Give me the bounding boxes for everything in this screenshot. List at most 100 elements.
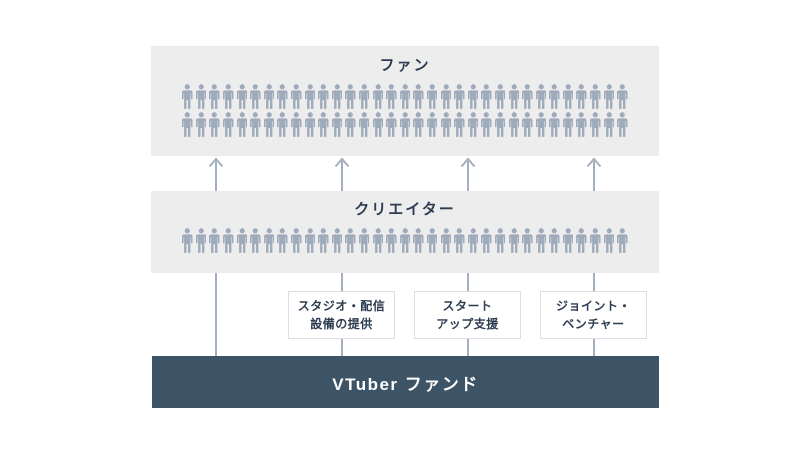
person-icon	[617, 84, 628, 109]
person-icon	[562, 112, 574, 137]
up-arrow-icon	[334, 157, 350, 191]
person-icon	[508, 84, 519, 109]
person-icon	[535, 112, 547, 137]
person-icon	[481, 112, 492, 137]
person-icon	[494, 84, 506, 109]
person-icon	[562, 84, 574, 109]
person-icon	[386, 112, 397, 137]
up-arrow-icon	[586, 157, 602, 191]
support-box-label-line2: アップ支援	[436, 317, 499, 331]
support-box-startup: スタート アップ支援	[414, 291, 521, 339]
person-icon	[576, 228, 587, 253]
person-icon	[331, 84, 343, 109]
person-icon	[318, 228, 329, 253]
person-icon	[481, 228, 492, 253]
person-icon	[549, 228, 560, 253]
support-box-studio: スタジオ・配信 設備の提供	[288, 291, 395, 339]
person-icon	[182, 84, 193, 109]
person-icon	[413, 228, 424, 253]
creator-box: クリエイター	[151, 191, 659, 273]
connector-line	[215, 273, 217, 356]
person-icon	[372, 84, 384, 109]
person-icon	[304, 112, 316, 137]
person-icon	[345, 228, 356, 253]
person-icon	[535, 84, 547, 109]
person-icon	[399, 228, 411, 253]
person-icon	[617, 112, 628, 137]
person-icon	[182, 228, 193, 253]
person-icon	[236, 228, 248, 253]
up-arrow-icon	[208, 157, 224, 191]
fan-box: ファン	[151, 46, 659, 156]
person-icon	[399, 112, 411, 137]
fan-box-title: ファン	[379, 57, 431, 74]
person-icon	[467, 84, 479, 109]
person-icon-row	[151, 84, 659, 109]
person-icon	[549, 84, 560, 109]
person-icon	[590, 228, 601, 253]
person-icon	[223, 228, 234, 253]
person-icon	[195, 84, 207, 109]
person-icon	[291, 84, 302, 109]
person-icon	[386, 84, 397, 109]
support-box-label-line2: ベンチャー	[562, 317, 625, 331]
fund-bar: VTuber ファンド	[152, 356, 659, 408]
person-icon	[331, 112, 343, 137]
person-icon	[508, 112, 519, 137]
person-icon	[467, 112, 479, 137]
fund-bar-label: VTuber ファンド	[332, 374, 479, 394]
person-icon	[291, 112, 302, 137]
person-icon	[250, 112, 261, 137]
person-icon	[250, 84, 261, 109]
person-icon	[522, 112, 533, 137]
person-icon	[576, 84, 587, 109]
person-icon	[590, 112, 601, 137]
person-icon	[236, 112, 248, 137]
support-box-joint-venture: ジョイント・ ベンチャー	[540, 291, 647, 339]
person-icon	[386, 228, 397, 253]
person-icon	[318, 112, 329, 137]
person-icon	[494, 112, 506, 137]
person-icon	[522, 228, 533, 253]
person-icon	[250, 228, 261, 253]
person-icon	[603, 112, 615, 137]
person-icon	[440, 84, 452, 109]
person-icon	[372, 228, 384, 253]
person-icon	[263, 228, 275, 253]
person-icon	[277, 84, 288, 109]
person-icon	[481, 84, 492, 109]
person-icon	[549, 112, 560, 137]
person-icon	[440, 228, 452, 253]
creator-icon-grid	[151, 228, 659, 253]
person-icon	[304, 228, 316, 253]
person-icon	[223, 84, 234, 109]
person-icon	[426, 84, 438, 109]
support-box-label-line1: スタジオ・配信	[297, 299, 386, 313]
person-icon	[576, 112, 587, 137]
person-icon	[562, 228, 574, 253]
person-icon	[413, 84, 424, 109]
person-icon	[195, 228, 207, 253]
person-icon	[277, 112, 288, 137]
person-icon	[358, 112, 370, 137]
person-icon	[372, 112, 384, 137]
support-box-label-line1: ジョイント・	[555, 299, 631, 313]
person-icon	[209, 112, 220, 137]
person-icon	[413, 112, 424, 137]
person-icon	[331, 228, 343, 253]
person-icon	[535, 228, 547, 253]
person-icon-row	[151, 228, 659, 253]
person-icon	[467, 228, 479, 253]
person-icon	[590, 84, 601, 109]
person-icon	[440, 112, 452, 137]
person-icon	[236, 84, 248, 109]
support-box-label-line2: 設備の提供	[310, 317, 373, 331]
person-icon	[454, 228, 465, 253]
support-box-label-line1: スタート	[442, 299, 493, 313]
person-icon	[304, 84, 316, 109]
person-icon	[358, 228, 370, 253]
up-arrow-icon	[460, 157, 476, 191]
person-icon	[195, 112, 207, 137]
person-icon	[508, 228, 519, 253]
